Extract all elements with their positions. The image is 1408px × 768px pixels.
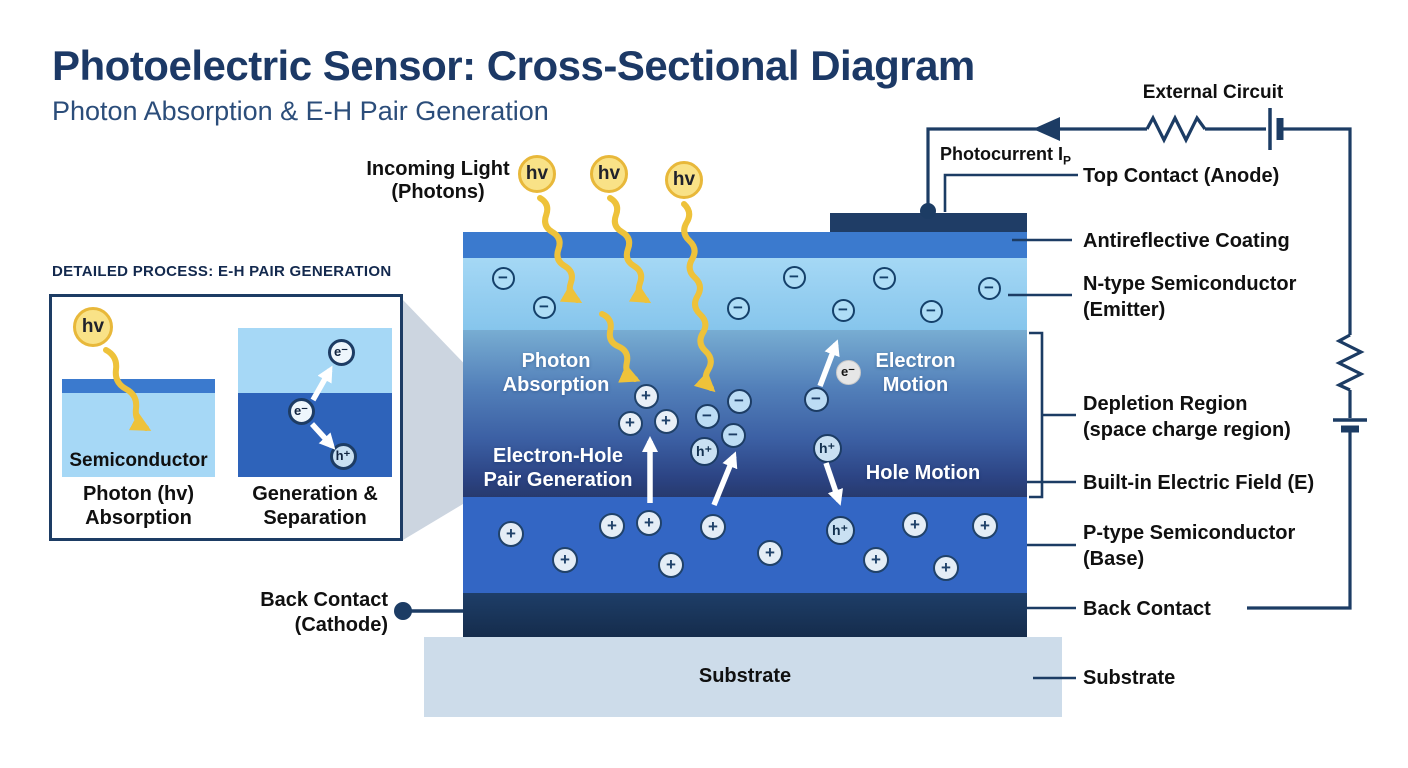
p-type-layer [463,497,1027,593]
incoming-light-line2: (Photons) [391,181,485,203]
minus-charge-icon: − [977,276,1001,300]
plus-charge-icon: + [599,513,625,539]
minus-charge-icon: − [831,298,855,322]
plus-charge-icon: + [633,383,659,409]
label-back-contact: Back Contact [1083,598,1211,620]
cathode-line1: Back Contact [260,589,388,611]
incoming-light-label: Incoming Light (Photons) [346,158,530,204]
inset-semiconductor-label: Semiconductor [69,450,208,471]
plus-charge-icon: + [757,540,783,566]
inset-hole-symbol: h⁺ [329,442,357,470]
plus-charge-icon: + [653,408,679,434]
electron-motion-line2: Motion [882,374,949,396]
electron-motion-label: Electron Motion [823,349,1008,397]
top-contact-layer [830,213,1027,232]
inset-junction-top [238,328,392,393]
inset-semiconductor-stripe [62,379,215,393]
plus-charge-icon: + [933,555,959,581]
substrate-layer [424,637,1062,717]
cathode-line2: (Cathode) [294,614,388,636]
label-p-type-line2: (Base) [1083,548,1145,570]
inset-right-caption: Generation & Separation [228,482,402,530]
minus-charge-icon: − [803,386,829,412]
plus-charge-icon: + [863,547,889,573]
label-depletion-line2: (space charge region) [1083,419,1291,441]
plus-charge-icon: + [617,410,643,436]
inset-left-caption-line2: Absorption [85,507,192,529]
label-top-contact: Top Contact (Anode) [1083,165,1280,187]
plus-charge-icon: + [902,512,928,538]
photon-absorption-line2: Absorption [502,374,610,396]
back-contact-layer [463,593,1027,637]
photon-absorption-label: Photon Absorption [458,349,654,397]
label-antireflective: Antireflective Coating [1083,230,1290,252]
minus-charge-icon: − [491,266,515,290]
hole-symbol: h⁺ [825,515,855,545]
incoming-light-line1: Incoming Light [366,158,510,180]
hole-symbol: h⁺ [812,433,842,463]
page-subtitle: Photon Absorption & E-H Pair Generation [52,96,549,126]
plus-charge-icon: + [658,552,684,578]
label-depletion: Depletion Region (space charge region) [1083,391,1291,443]
minus-charge-icon: − [720,422,746,448]
external-circuit-label: External Circuit [1142,82,1284,103]
plus-charge-icon: + [498,521,524,547]
page-title: Photoelectric Sensor: Cross-Sectional Di… [52,42,975,89]
plus-charge-icon: + [972,513,998,539]
inset-left-caption: Photon (hv) Absorption [52,482,225,530]
hole-motion-label: Hole Motion [865,462,981,484]
eh-pair-line2: Pair Generation [483,469,633,491]
photon-absorption-line1: Photon [521,350,591,372]
inset-right-caption-line2: Separation [263,507,367,529]
minus-charge-icon: − [694,403,720,429]
label-built-in-field: Built-in Electric Field (E) [1083,472,1315,494]
inset-junction-bottom [238,393,392,477]
inset-header: DETAILED PROCESS: E-H PAIR GENERATION [52,263,392,280]
label-n-type-line2: (Emitter) [1083,299,1166,321]
depletion-layer [463,330,1027,497]
electron-symbol: e⁻ [835,359,861,385]
photon-icon: hv [590,155,628,193]
substrate-inner-label: Substrate [698,665,792,687]
minus-charge-icon: − [782,265,806,289]
inset-right-caption-line1: Generation & [252,483,378,505]
plus-charge-icon: + [700,514,726,540]
inset-photon-icon: hv [73,307,113,347]
label-p-type: P-type Semiconductor (Base) [1083,520,1295,572]
label-n-type: N-type Semiconductor (Emitter) [1083,271,1296,323]
electron-motion-line1: Electron [875,350,956,372]
back-contact-cathode-label: Back Contact (Cathode) [198,588,388,638]
eh-pair-generation-label: Electron-Hole Pair Generation [456,444,660,492]
inset-electron-symbol: e⁻ [327,338,355,366]
hole-symbol: h⁺ [689,436,719,466]
eh-pair-line1: Electron-Hole [492,445,624,467]
inset-electron-symbol: e⁻ [287,397,315,425]
photon-icon: hv [665,161,703,199]
minus-charge-icon: − [726,388,752,414]
label-depletion-line1: Depletion Region [1083,393,1248,415]
minus-charge-icon: − [872,266,896,290]
antireflective-layer [463,232,1027,258]
n-type-layer [463,258,1027,330]
minus-charge-icon: − [726,296,750,320]
label-p-type-line1: P-type Semiconductor [1083,522,1296,544]
minus-charge-icon: − [532,295,556,319]
inset-left-caption-line1: Photon (hv) [82,483,195,505]
minus-charge-icon: − [919,299,943,323]
plus-charge-icon: + [552,547,578,573]
plus-charge-icon: + [636,510,662,536]
label-n-type-line1: N-type Semiconductor [1083,273,1297,295]
label-substrate: Substrate [1083,667,1176,689]
photon-icon: hv [518,155,556,193]
